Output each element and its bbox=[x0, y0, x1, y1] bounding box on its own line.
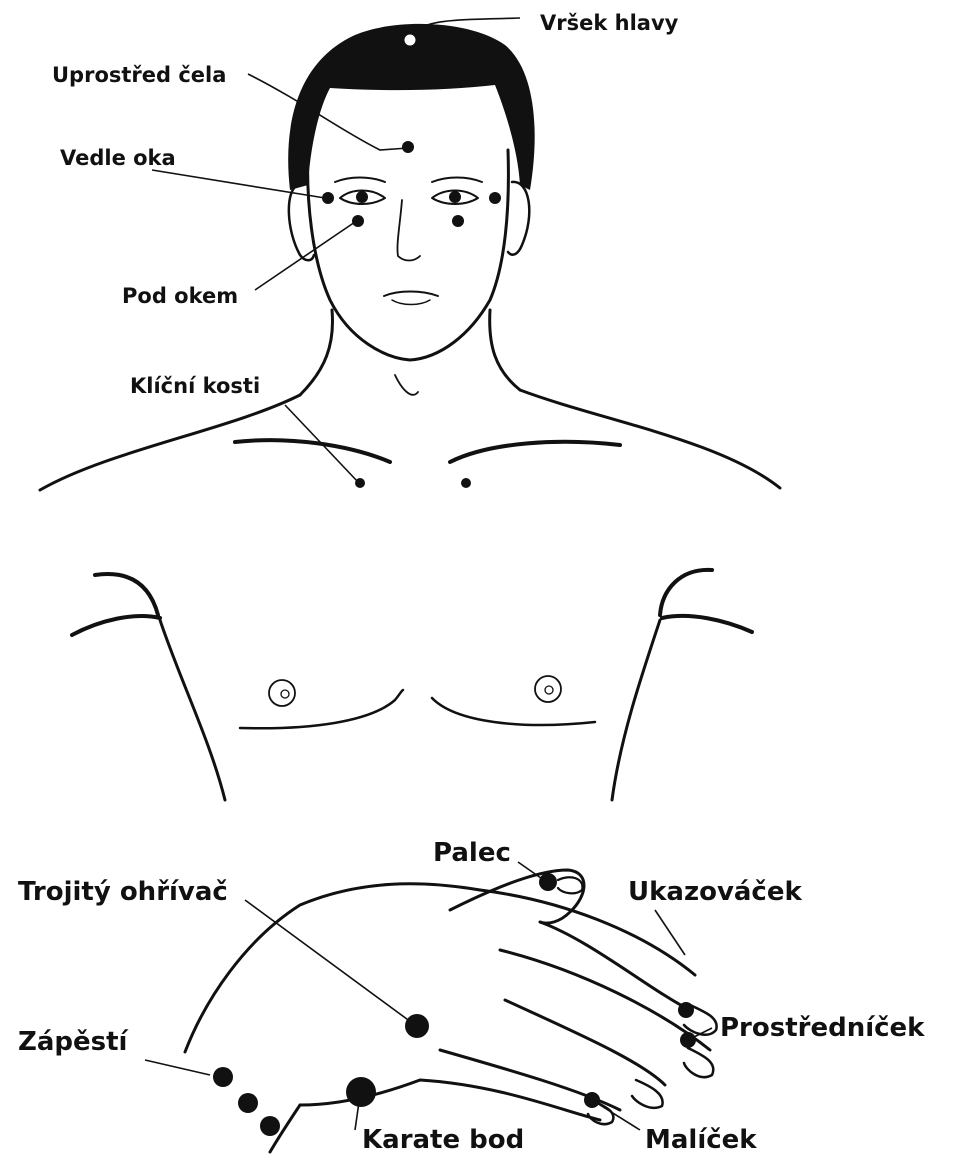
under-eye-dot-right bbox=[452, 215, 464, 227]
index-finger-dot bbox=[678, 1002, 694, 1018]
label-wrist: Zápěstí bbox=[18, 1027, 130, 1057]
side-of-eye-dot-right bbox=[489, 192, 501, 204]
label-thumb: Palec bbox=[433, 838, 511, 868]
figure-head bbox=[40, 24, 780, 490]
eyebrow-dot bbox=[402, 141, 414, 153]
leader-lines bbox=[145, 18, 712, 1130]
gamut-dot bbox=[405, 1014, 429, 1038]
under-eye-dot-left bbox=[352, 215, 364, 227]
wrist-dot-3 bbox=[260, 1116, 280, 1136]
wrist-dot-2 bbox=[238, 1093, 258, 1113]
karate-chop-dot bbox=[346, 1077, 376, 1107]
side-of-eye-dot-left bbox=[322, 192, 334, 204]
figure-hand bbox=[185, 870, 717, 1152]
label-eyebrow: Uprostřed čela bbox=[52, 63, 226, 87]
top-of-head-dot bbox=[403, 33, 417, 47]
label-gamut: Trojitý ohřívač bbox=[18, 877, 228, 907]
label-under-eye: Pod okem bbox=[122, 284, 238, 308]
label-side-of-eye: Vedle oka bbox=[60, 146, 176, 170]
labels: Vršek hlavy Uprostřed čela Vedle oka Pod… bbox=[18, 11, 925, 1155]
label-middle-finger: Prostředníček bbox=[720, 1013, 925, 1043]
thumb-dot bbox=[539, 873, 557, 891]
middle-finger-dot bbox=[680, 1032, 696, 1048]
label-top-of-head: Vršek hlavy bbox=[540, 11, 679, 35]
figure-torso bbox=[72, 570, 752, 800]
wrist-dot-1 bbox=[213, 1067, 233, 1087]
hair bbox=[288, 24, 534, 190]
collarbone-dot-left bbox=[355, 478, 365, 488]
collarbone-dot-right bbox=[461, 478, 471, 488]
label-index-finger: Ukazováček bbox=[628, 877, 802, 907]
label-collarbone: Klíční kosti bbox=[130, 374, 260, 398]
little-finger-dot bbox=[584, 1092, 600, 1108]
label-karate-chop: Karate bod bbox=[362, 1125, 524, 1155]
label-little-finger: Malíček bbox=[645, 1125, 757, 1155]
